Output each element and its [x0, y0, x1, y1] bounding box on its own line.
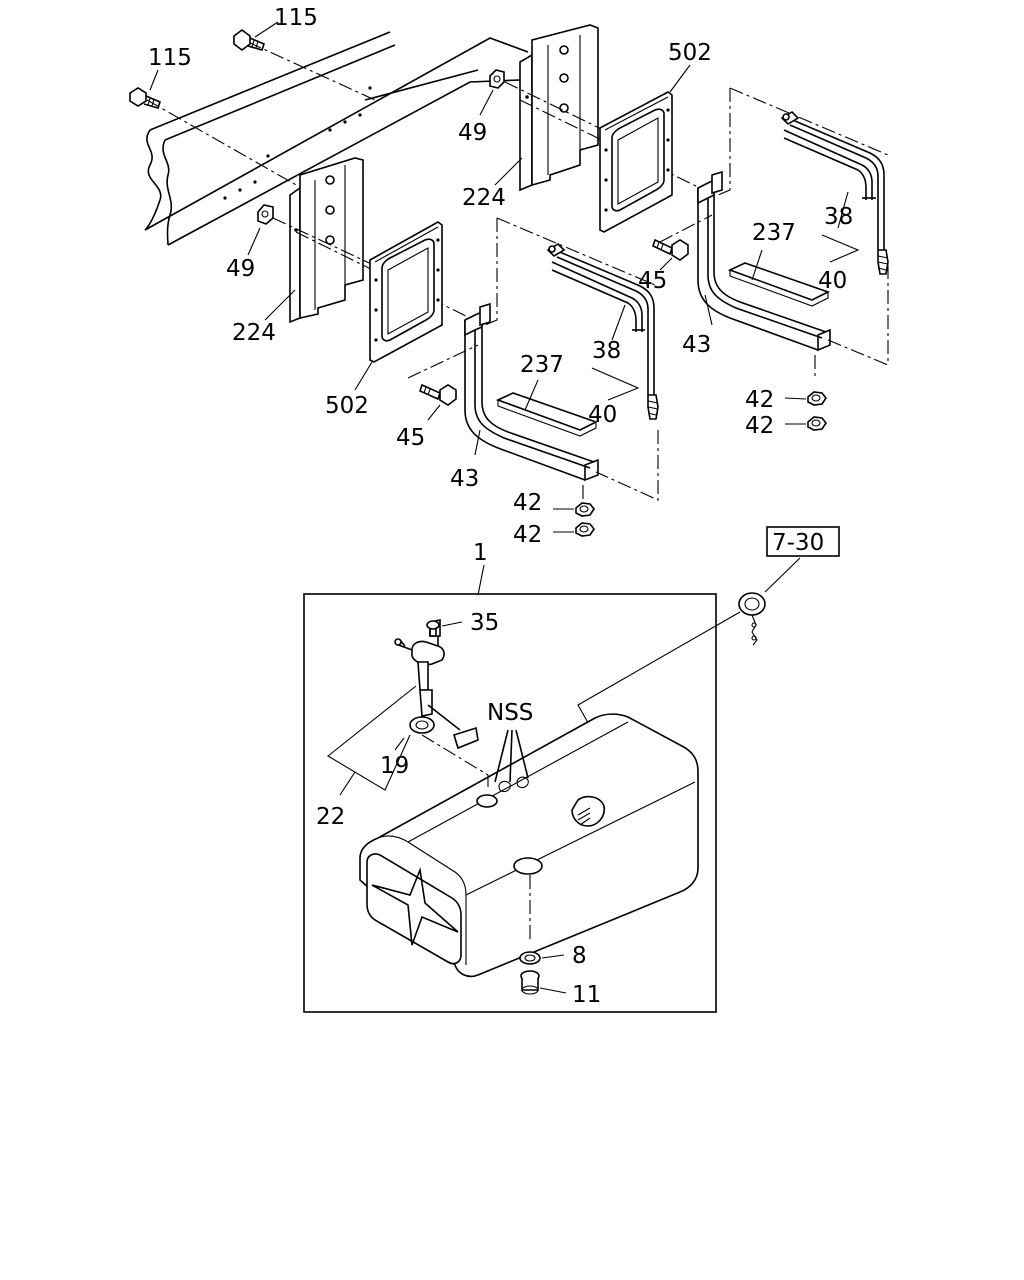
bracket-left — [289, 157, 364, 324]
callout-502: 502 — [325, 393, 369, 419]
reference-box[interactable]: 7-30 — [766, 526, 840, 557]
callout-42: 42 — [513, 490, 542, 516]
callout-19: 19 — [380, 753, 409, 779]
nss-parts — [494, 729, 529, 793]
callout-42: 42 — [745, 387, 774, 413]
nut-icon — [257, 204, 274, 225]
nut-icon — [807, 416, 827, 431]
callout-237: 237 — [752, 220, 796, 246]
band-right — [697, 170, 831, 352]
callout-115: 115 — [274, 5, 318, 31]
callout-224: 224 — [462, 185, 506, 211]
frame-rail — [144, 31, 529, 246]
callout-49: 49 — [458, 120, 487, 146]
callout-237: 237 — [520, 352, 564, 378]
strap-right — [780, 110, 889, 275]
washer-icon — [519, 951, 541, 965]
callout-42: 42 — [745, 413, 774, 439]
nut-icon — [489, 69, 505, 89]
callout-40: 40 — [588, 402, 617, 428]
callout-45: 45 — [638, 268, 667, 294]
flange-bolt-icon — [233, 29, 265, 51]
callout-43: 43 — [682, 332, 711, 358]
callout-40: 40 — [818, 268, 847, 294]
callout-115: 115 — [148, 45, 192, 71]
fuel-tank — [359, 713, 699, 978]
drain-plug-icon — [520, 970, 540, 995]
plate-right — [599, 91, 673, 233]
nss-label: NSS — [487, 700, 533, 726]
callout-22: 22 — [316, 804, 345, 830]
bolt-icon — [419, 383, 457, 406]
callout-8: 8 — [572, 943, 587, 969]
screw-icon — [426, 620, 440, 637]
flange-bolt-icon — [129, 87, 161, 109]
ref-7-30-label: 7-30 — [772, 530, 824, 556]
strap-left — [546, 242, 659, 420]
tank-assembly-frame — [303, 593, 717, 1013]
bracket-right — [519, 24, 599, 192]
callout-1: 1 — [473, 540, 488, 566]
callout-49: 49 — [226, 256, 255, 282]
band-left — [464, 302, 599, 482]
gasket-icon — [409, 716, 435, 734]
callout-38: 38 — [592, 338, 621, 364]
callout-502: 502 — [668, 40, 712, 66]
callout-38: 38 — [824, 204, 853, 230]
callout-11: 11 — [572, 982, 601, 1008]
fuel-gauge-unit — [394, 619, 479, 750]
bolt-icon — [652, 238, 689, 261]
nut-icon — [575, 502, 595, 517]
plate-left — [369, 221, 443, 363]
callout-224: 224 — [232, 320, 276, 346]
nut-icon — [807, 391, 827, 406]
callout-45: 45 — [396, 425, 425, 451]
callout-43: 43 — [450, 466, 479, 492]
gauge-port — [476, 794, 498, 808]
callout-42: 42 — [513, 522, 542, 548]
filler-cap-icon — [738, 592, 766, 646]
nut-icon — [575, 522, 595, 537]
callout-35: 35 — [470, 610, 499, 636]
